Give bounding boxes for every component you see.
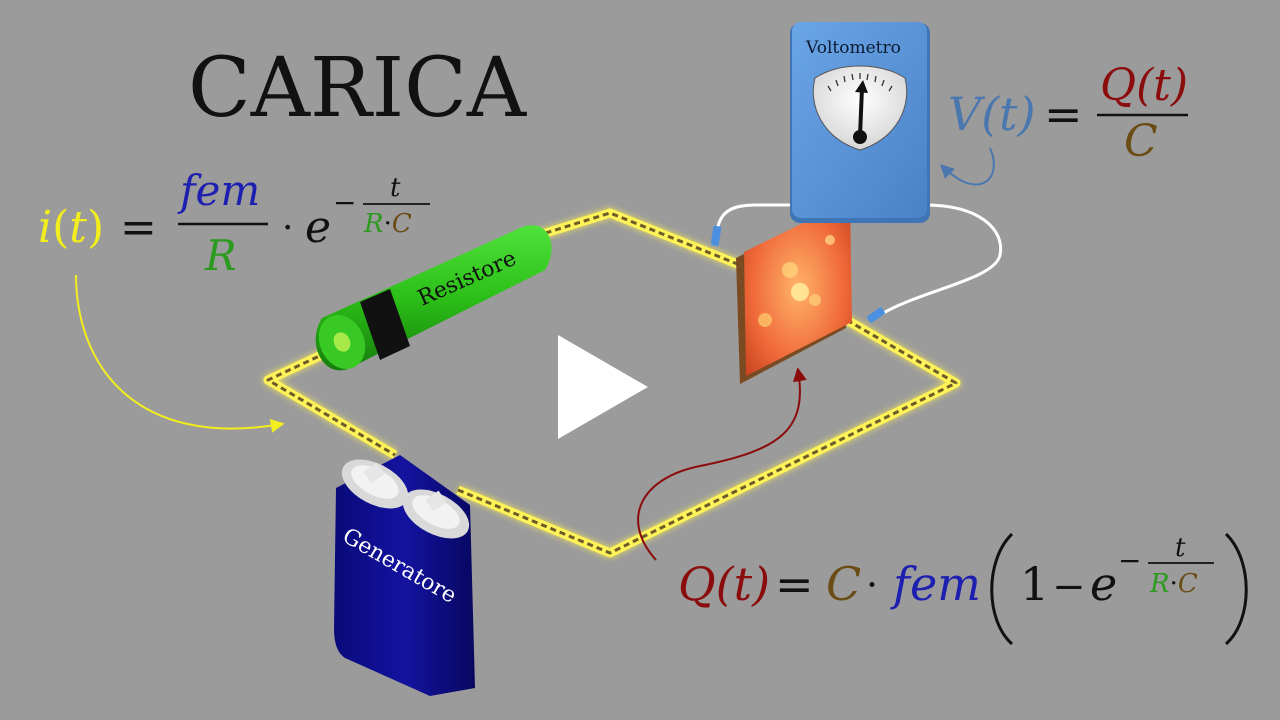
svg-text:Q(t): Q(t) bbox=[678, 557, 770, 611]
svg-text:−: − bbox=[333, 186, 356, 219]
voltmeter-leads bbox=[710, 203, 1003, 323]
svg-text:−: − bbox=[1118, 544, 1141, 577]
play-icon bbox=[558, 335, 648, 439]
formula-current: i(t) = fem R · e − t R·C bbox=[38, 166, 430, 280]
current-arrow bbox=[75, 274, 285, 433]
circuit-wire bbox=[263, 208, 961, 558]
svg-text:C: C bbox=[826, 557, 861, 611]
voltmeter-scale bbox=[827, 73, 893, 92]
resistor: Resistore bbox=[315, 225, 552, 371]
formula-charge: Q(t) = C · fem 1 − e − t R·C bbox=[678, 532, 1248, 646]
svg-text:t: t bbox=[390, 173, 401, 203]
formula-voltage: V(t) = Q(t) C bbox=[948, 60, 1188, 167]
voltmeter-label: Voltometro bbox=[805, 38, 901, 58]
svg-text:fem: fem bbox=[177, 166, 260, 215]
voltage-arrow bbox=[940, 147, 995, 186]
svg-text:i(t): i(t) bbox=[38, 202, 104, 253]
svg-text:=: = bbox=[120, 202, 157, 253]
svg-text:e: e bbox=[305, 202, 331, 253]
play-button[interactable] bbox=[540, 320, 670, 460]
svg-text:t: t bbox=[1175, 533, 1186, 563]
svg-text:1: 1 bbox=[1020, 557, 1049, 611]
svg-text:R: R bbox=[204, 231, 237, 280]
title: CARICA bbox=[188, 41, 528, 136]
svg-text:C: C bbox=[1124, 116, 1158, 167]
svg-text:e: e bbox=[1090, 557, 1117, 611]
svg-text:Q(t): Q(t) bbox=[1100, 60, 1188, 111]
svg-text:fem: fem bbox=[890, 557, 981, 611]
svg-text:R·C: R·C bbox=[1149, 569, 1198, 599]
svg-text:=: = bbox=[775, 557, 814, 611]
capacitor bbox=[736, 200, 852, 384]
battery: Generatore bbox=[334, 455, 475, 696]
svg-text:V(t): V(t) bbox=[948, 87, 1036, 141]
svg-text:·: · bbox=[866, 563, 878, 607]
svg-text:·: · bbox=[282, 208, 293, 249]
svg-text:R·C: R·C bbox=[363, 209, 412, 239]
voltmeter-needle bbox=[858, 87, 864, 137]
svg-text:=: = bbox=[1044, 87, 1083, 141]
voltmeter: Voltometro bbox=[790, 22, 930, 223]
svg-text:−: − bbox=[1052, 564, 1086, 610]
charge-arrow bbox=[637, 367, 807, 561]
